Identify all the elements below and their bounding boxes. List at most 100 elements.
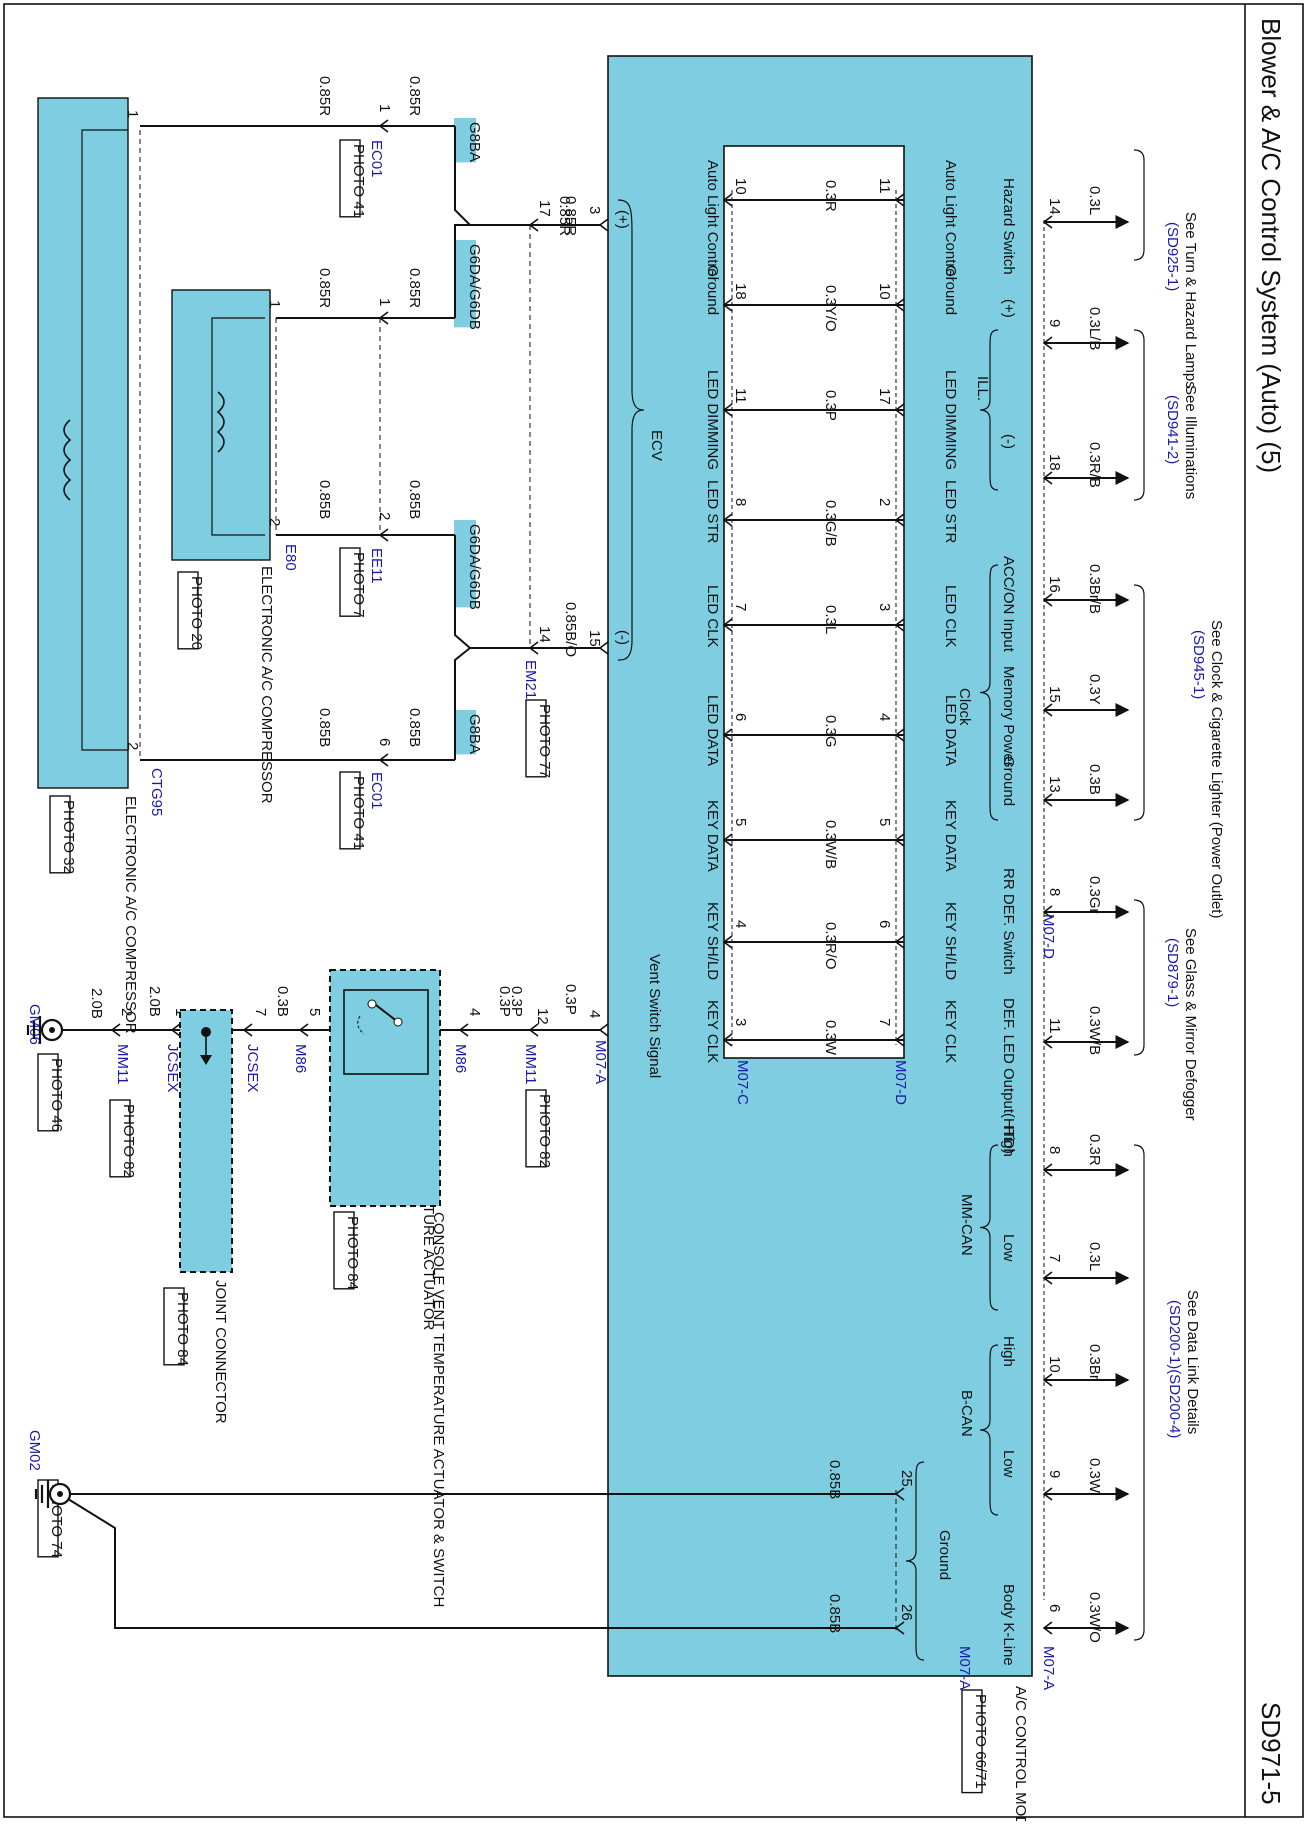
link-lower-pin: 18: [732, 283, 749, 300]
module-pin-name: High: [1000, 1126, 1017, 1157]
splice-mid-b: G6DA/G6DB: [466, 524, 483, 610]
link-upper-pin: 7: [876, 1018, 893, 1026]
group-brace: [979, 329, 999, 491]
module-pin-wire-code: 0.3Gr: [1086, 876, 1103, 914]
reference-bracket: [1133, 584, 1145, 821]
splice-top: G8BA: [466, 122, 483, 162]
compressor1-winding-lead: [81, 129, 128, 751]
module-pin-number: 16: [1046, 576, 1063, 593]
splice-bot-box: [454, 710, 476, 755]
splice-mid-a: G6DA/G6DB: [466, 244, 483, 330]
link-lower-chevron: [722, 403, 733, 417]
link-upper-chevron: [894, 728, 905, 742]
ee11-photo: PHOTO 7: [350, 552, 367, 618]
link-lower-name: LED DIMMING: [704, 370, 721, 470]
module-pin-chevron: [1042, 215, 1053, 229]
m86-a-pin: 4: [466, 1008, 483, 1016]
em21-name: EM21: [522, 660, 539, 699]
reference-link: (SD200-1)(SD200-4): [1166, 1300, 1183, 1438]
module-pin-chevron: [1042, 471, 1053, 485]
vent-switch-contact-b: [393, 1017, 403, 1027]
ground-wire-26: 0.85B: [826, 1594, 843, 1633]
splice-riser-top: [454, 126, 471, 226]
module-pin-name: Hazard Switch: [1000, 178, 1017, 275]
module-pin-name: (+): [1000, 299, 1017, 318]
module-photo-box: [961, 1689, 983, 1794]
module-pin-chevron: [1042, 703, 1053, 717]
link-upper-chevron: [894, 403, 905, 417]
link-upper-name: LED DIMMING: [942, 370, 959, 470]
diagram-code: SD971-5: [1256, 1702, 1286, 1805]
ee11-photo-box: [339, 547, 361, 617]
joint-connector-photo: PHOTO 84: [174, 1292, 191, 1366]
module-connector-id-mid: M07-D: [1040, 914, 1057, 959]
vent-actuator-body: [329, 969, 441, 1207]
clock-group-label: Clock: [956, 688, 973, 726]
ee11-top-wire-left: 0.85R: [316, 268, 333, 308]
link-upper-chevron: [894, 1033, 905, 1047]
module-pin-wire-code: 0.3W: [1086, 1458, 1103, 1494]
module-pin-name: ACC/ON Input: [1000, 556, 1017, 653]
vent-switch-blade: [371, 1001, 399, 1023]
jcsex-a-pin: 7: [252, 1008, 269, 1016]
link-lower-chevron: [722, 935, 733, 949]
ill-group-label: ILL.: [974, 376, 991, 401]
link-wire-code: 0.3W: [822, 1020, 839, 1056]
module-label: A/C CONTROL MODULE: [1012, 1686, 1029, 1821]
module-pin-chevron: [1042, 905, 1053, 919]
link-lower-pin: 6: [732, 713, 749, 721]
ec01-bot-pin: 6: [376, 738, 393, 746]
link-upper-name: Ground: [942, 265, 959, 315]
link-upper-pin: 5: [876, 818, 893, 826]
ec01-bot-name: EC01: [368, 772, 385, 810]
link-lower-chevron: [722, 513, 733, 527]
module-pin-wire-code: 0.3Br/B: [1086, 564, 1103, 614]
link-upper-connector-id: M07-D: [892, 1060, 909, 1105]
link-wire-code: 0.3Y/O: [822, 285, 839, 332]
reference-bracket: [1133, 899, 1145, 1056]
mm11-wire: 0.3P: [508, 986, 525, 1017]
link-lower-pin: 8: [732, 498, 749, 506]
compressor2-photo-box: [177, 571, 199, 650]
module-pin-number: 11: [1046, 1018, 1063, 1034]
link-lower-pin: 10: [732, 178, 749, 195]
reference-link: (SD941-2): [1164, 395, 1181, 464]
compressor2-connector: E80: [282, 544, 299, 571]
module-pin-number: 9: [1046, 319, 1063, 327]
link-lower-pin: 5: [732, 818, 749, 826]
jcsex-b-name: JCSEX: [164, 1044, 181, 1092]
reference-text: See Turn & Hazard Lamps: [1182, 212, 1199, 389]
reference-bracket: [1133, 329, 1145, 501]
module-pin-wire-code: 0.3R/B: [1086, 442, 1103, 488]
link-lower-name: LED DATA: [704, 695, 721, 766]
link-upper-pin: 10: [876, 283, 893, 300]
group-brace: [979, 564, 999, 821]
page-frame: [3, 3, 1304, 1818]
m86-a-name: M86: [452, 1044, 469, 1073]
ecv-connector-id: M07-A: [592, 1040, 609, 1084]
vent-switch-link: [357, 1015, 365, 1035]
group-brace: [979, 1344, 999, 1516]
compressor2-pin-a: 1: [266, 300, 283, 308]
splice-bot: G8BA: [466, 714, 483, 754]
module-pin-number: 8: [1046, 1146, 1063, 1154]
reference-text: See Glass & Mirror Defogger: [1182, 928, 1199, 1121]
link-upper-name: LED DATA: [942, 695, 959, 766]
link-upper-pin: 4: [876, 713, 893, 721]
gm06-wire: 2.0B: [88, 988, 105, 1019]
ec01-bot-photo: PHOTO 41: [350, 776, 367, 850]
em21-top-pin: 17: [536, 200, 553, 217]
group-brace: [905, 1461, 925, 1661]
link-upper-pin: 17: [876, 388, 893, 405]
link-wire-code: 0.3P: [822, 390, 839, 421]
ecv-pin-vent: 4: [586, 1010, 603, 1018]
module-pin-chevron: [1042, 1035, 1053, 1049]
ee11-wire-left: 0.85B: [316, 480, 333, 519]
link-lower-chevron: [722, 193, 733, 207]
compressor1-body: [37, 97, 129, 789]
module-pin-number: 18: [1046, 454, 1063, 471]
link-lower-pin: 11: [732, 388, 749, 404]
link-upper-chevron: [894, 935, 905, 949]
